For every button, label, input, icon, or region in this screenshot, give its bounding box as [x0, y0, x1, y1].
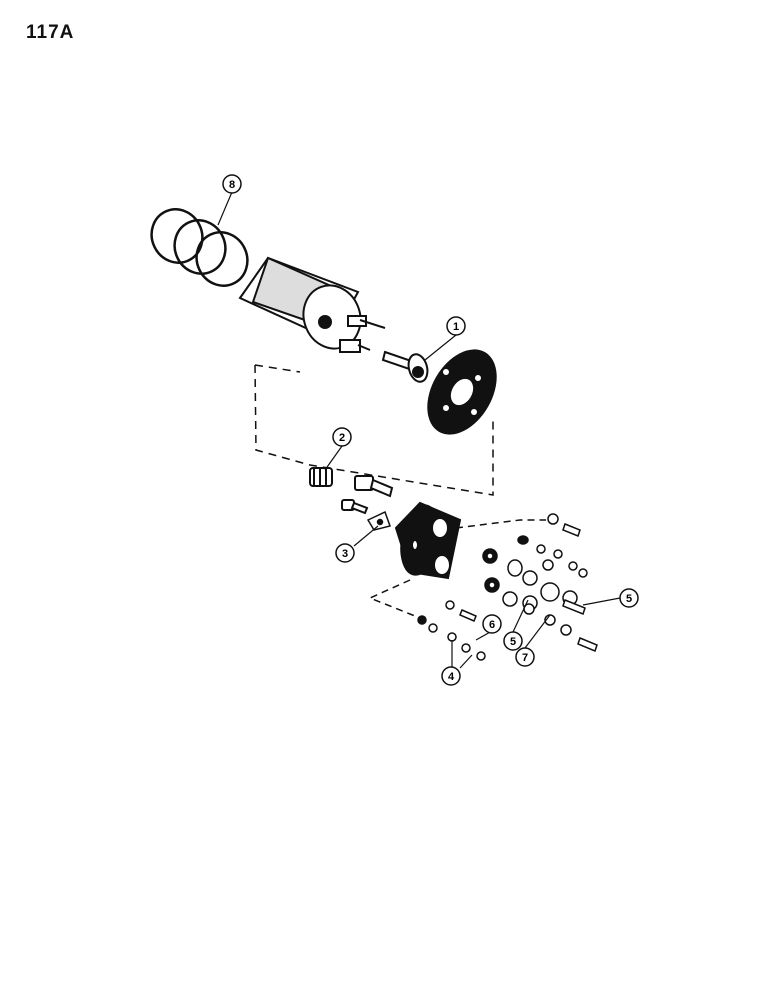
brake-hub-block	[394, 501, 462, 580]
callout-1: 1	[446, 316, 466, 336]
svg-text:2: 2	[339, 432, 345, 444]
callout-5-right: 5	[619, 588, 639, 608]
dashed-grouping-line	[254, 364, 494, 496]
callout-7: 7	[515, 647, 535, 667]
spring	[309, 467, 333, 487]
friction-disc	[427, 349, 497, 435]
long-bolt	[354, 475, 394, 498]
svg-text:7: 7	[522, 652, 528, 664]
leader-lines	[217, 191, 621, 669]
callout-2: 2	[332, 427, 352, 447]
seal-rings	[150, 208, 249, 287]
short-bolt	[341, 499, 369, 515]
callout-5-lower: 5	[503, 631, 523, 651]
motor-housing	[238, 256, 386, 353]
svg-text:3: 3	[342, 548, 348, 560]
callout-8: 8	[222, 174, 242, 194]
svg-text:5: 5	[626, 593, 632, 605]
hardware-parts	[417, 513, 598, 661]
page-number: 117A	[26, 22, 75, 43]
svg-text:4: 4	[448, 671, 455, 683]
svg-text:1: 1	[453, 321, 459, 333]
svg-text:8: 8	[229, 179, 235, 191]
callout-6: 6	[482, 614, 502, 634]
armature-shaft	[381, 350, 429, 383]
callout-4: 4	[441, 666, 461, 686]
svg-text:6: 6	[489, 619, 495, 631]
callout-3: 3	[335, 543, 355, 563]
tab-washer	[366, 510, 391, 531]
svg-text:5: 5	[510, 636, 516, 648]
